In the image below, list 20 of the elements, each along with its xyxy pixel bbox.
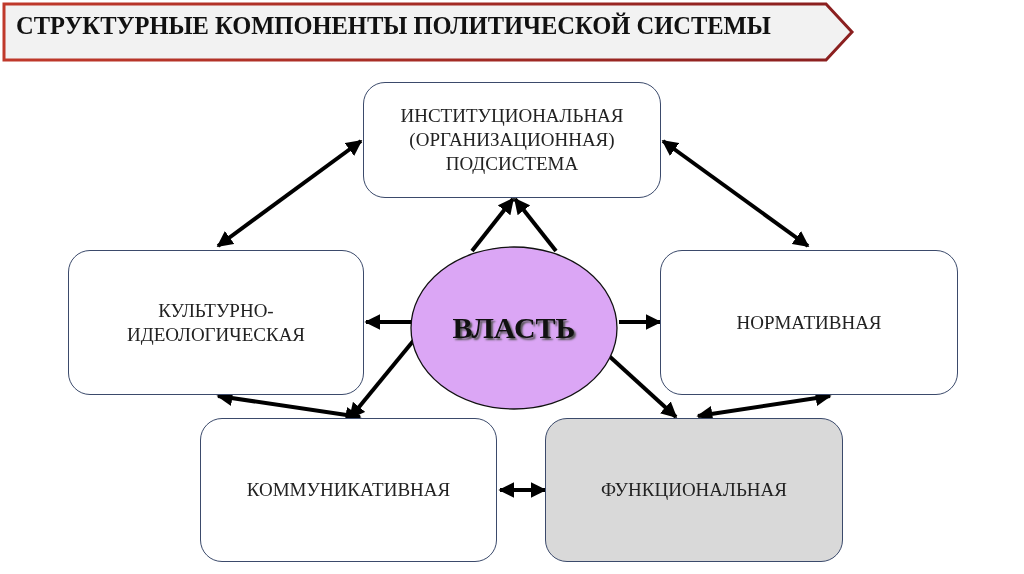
process-box — [660, 250, 958, 395]
arrow — [364, 314, 411, 330]
node-label: ВЛАСТЬ — [452, 310, 576, 347]
node-label: НОРМАТИВНАЯ — [736, 310, 882, 335]
process-box — [68, 250, 364, 395]
arrow — [513, 197, 558, 253]
process-box — [545, 418, 843, 562]
node-label: ФУНКЦИОНАЛЬНАЯ — [601, 478, 787, 502]
arrow — [470, 197, 515, 253]
process-box — [363, 82, 661, 198]
arrow — [216, 139, 363, 248]
ellipse-node — [410, 246, 618, 410]
arrow — [619, 314, 662, 330]
node-label: ИНСТИТУЦИОНАЛЬНАЯ (ОРГАНИЗАЦИОННАЯ) ПОДСИСТЕМА — [399, 104, 625, 176]
title: СТРУКТУРНЫЕ КОМПОНЕНТЫ ПОЛИТИЧЕСКОЙ СИСТЕМЫ — [16, 12, 771, 40]
node-label: КУЛЬТУРНО-ИДЕОЛОГИЧЕСКАЯ — [125, 298, 307, 347]
process-box — [200, 418, 497, 562]
arrow — [661, 139, 810, 248]
arrow — [498, 482, 547, 498]
node-label: КОММУНИКАТИВНАЯ — [246, 478, 451, 502]
